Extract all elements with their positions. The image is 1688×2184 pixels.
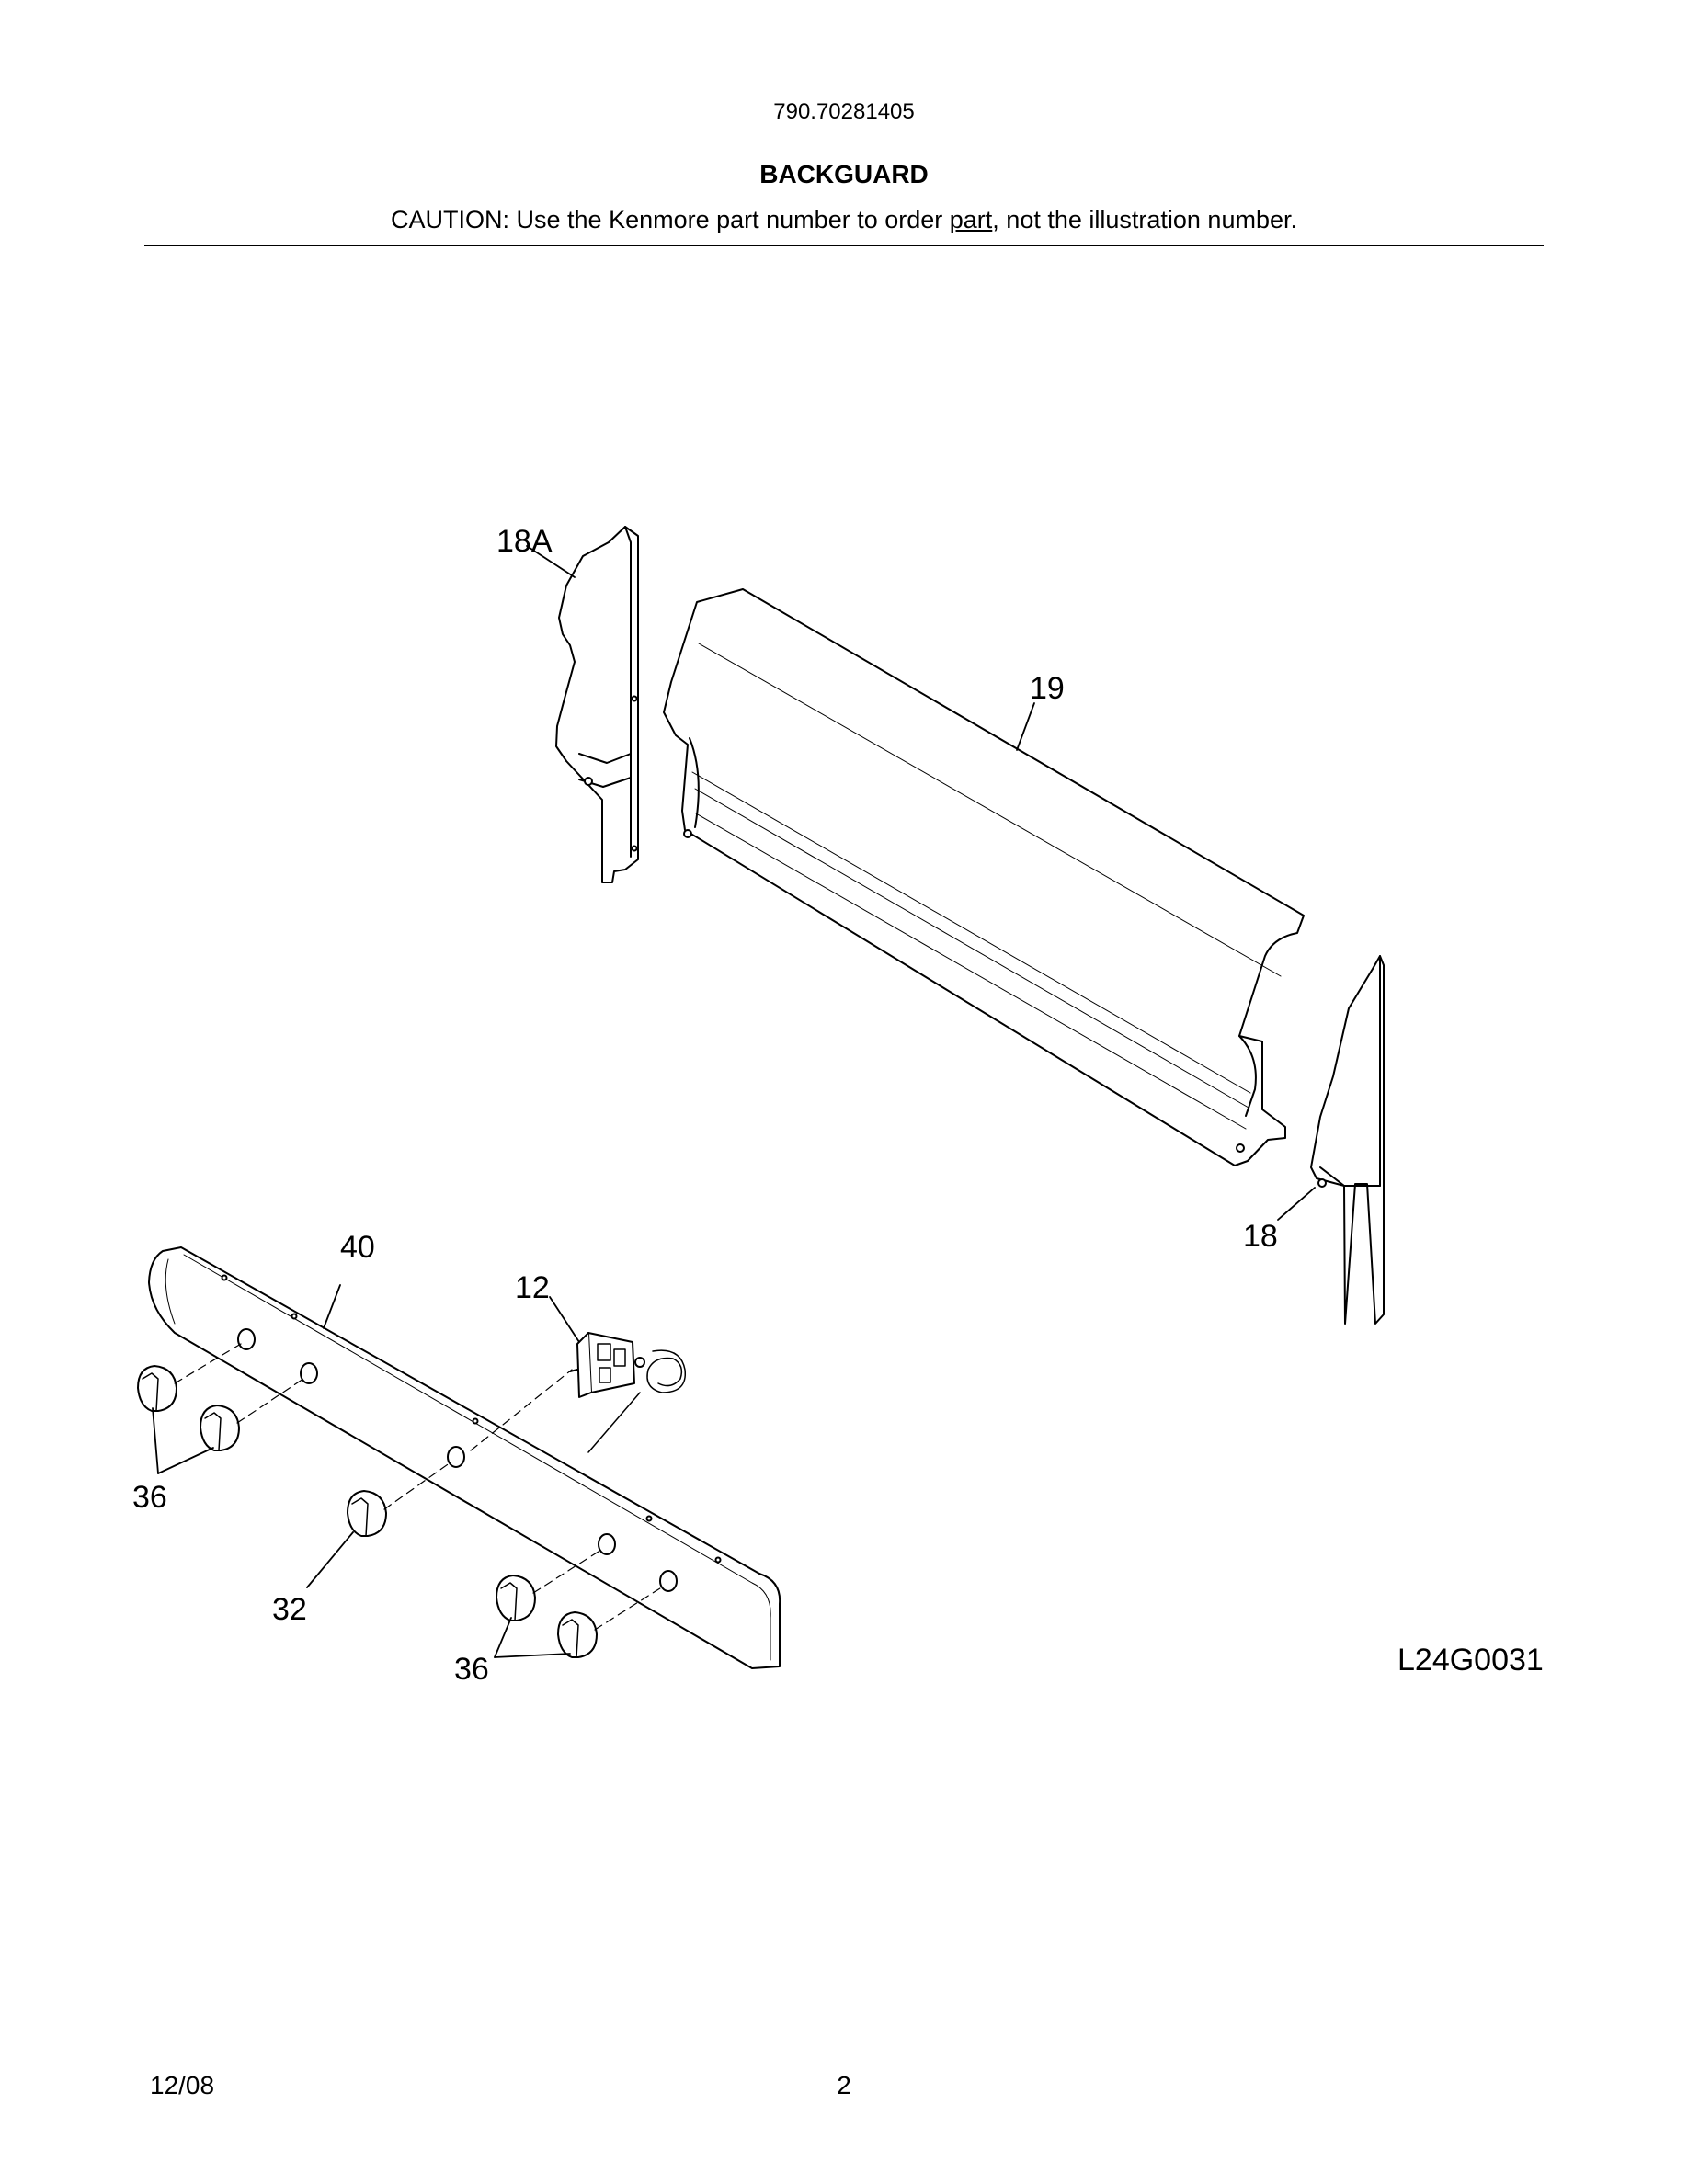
- knob-2: [200, 1405, 240, 1451]
- knob-5: [557, 1611, 598, 1658]
- model-number: 790.70281405: [773, 99, 915, 124]
- knob-1: [137, 1365, 177, 1412]
- callout-19: 19: [1030, 671, 1065, 706]
- leader-lines: [152, 545, 1316, 1658]
- part-18a-end-cap: [555, 526, 639, 883]
- section-title: BACKGUARD: [759, 160, 929, 188]
- part-12-switch: [569, 1332, 687, 1453]
- callout-12: 12: [515, 1270, 550, 1305]
- caution-note: CAUTION: Use the Kenmore part number to …: [0, 206, 1688, 234]
- knob-3: [347, 1490, 387, 1537]
- header-rule: [144, 245, 1544, 246]
- caution-suffix: , not the illustration number.: [992, 206, 1297, 233]
- callout-40: 40: [340, 1230, 375, 1265]
- callout-32: 32: [272, 1592, 307, 1627]
- part-19-backguard-panel: [663, 588, 1305, 1166]
- alignment-lines: [174, 1343, 664, 1631]
- callout-36-left: 36: [132, 1480, 167, 1515]
- part-40-control-panel: [148, 1246, 781, 1669]
- caution-underlined: part: [949, 206, 993, 233]
- callout-18a: 18A: [496, 524, 553, 559]
- part-18-end-cap: [1310, 955, 1385, 1325]
- knob-4: [496, 1575, 536, 1621]
- callout-18: 18: [1243, 1219, 1278, 1254]
- page-number: 2: [837, 2071, 851, 2099]
- caution-prefix: CAUTION: Use the Kenmore part number to …: [391, 206, 950, 233]
- drawing-code: L24G0031: [1397, 1643, 1544, 1678]
- footer-date: 12/08: [150, 2071, 215, 2099]
- callout-36-bottom: 36: [454, 1652, 489, 1687]
